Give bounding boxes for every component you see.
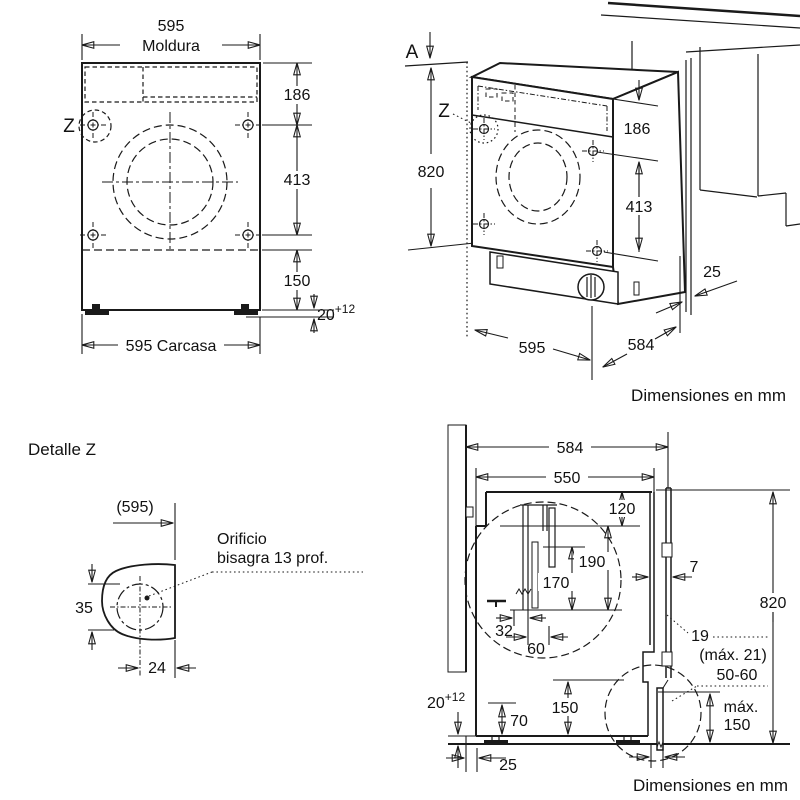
sec-dim-70-value: 70 [510, 713, 528, 730]
front-dim-186: 186 [284, 87, 311, 104]
sec-dim-19max-value: (máx. 21) [699, 647, 767, 664]
persp-machine [452, 61, 687, 306]
front-feet [85, 304, 258, 315]
leader-dot [144, 595, 150, 601]
sec-dim-32-value: 32 [495, 623, 513, 640]
sec-dim-60-value: 60 [527, 641, 545, 658]
sec-dim-max-label: máx. [724, 699, 759, 716]
persp-dim-25 [655, 280, 738, 314]
front-dim-150: 150 [284, 273, 311, 290]
display-icon [485, 88, 498, 98]
sec-dim-7-value: 7 [690, 559, 699, 576]
detail-z-dim-595-value: (595) [116, 499, 153, 516]
sec-dim-820-value: 820 [760, 595, 787, 612]
sec-dim-150-value: 150 [552, 700, 579, 717]
front-dim-top-label: Moldura [142, 38, 200, 55]
worktop [404, 1, 800, 315]
detail-z-dim-35-value: 35 [75, 600, 93, 617]
section-view: 584 550 120 190 170 32 60 [427, 424, 793, 795]
detail-z-title: Detalle Z [28, 440, 96, 459]
persp-dim-584-value: 584 [628, 337, 655, 354]
display-icon [501, 92, 514, 102]
detail-z-dim-35 [88, 564, 120, 650]
persp-door [495, 129, 581, 225]
front-dim-bottom-width [81, 314, 261, 354]
panel-fragment [101, 563, 176, 641]
front-dim-413: 413 [284, 172, 311, 189]
persp-caption: Dimensiones en mm [631, 386, 786, 405]
sec-caption: Dimensiones en mm [633, 776, 788, 795]
persp-hinge-holes [473, 118, 608, 262]
persp-z-circle [469, 114, 499, 144]
front-door [102, 112, 238, 252]
front-dim-right-chain [246, 62, 334, 333]
sec-dim-32-60 [496, 610, 568, 645]
a-label: A [406, 42, 419, 63]
sec-dim-190-value: 190 [579, 554, 606, 571]
persp-dim-186-value: 186 [624, 121, 651, 138]
front-hinge-holes [80, 112, 261, 248]
detail-z-dim-595 [113, 503, 176, 678]
front-view: Z 595 Moldura 186 413 150 20+12 595 Carc… [63, 18, 355, 355]
sec-plinth-pointers [629, 744, 685, 768]
plinth-detail-circle [604, 664, 702, 762]
persp-dim-595-value: 595 [519, 340, 546, 357]
detail-z-view: Detalle Z (595) Orificio bisagra 13 prof… [28, 440, 363, 678]
sec-dim-19-value: 19 [691, 628, 709, 645]
front-dim-feet: 20+12 [317, 302, 355, 324]
furniture-door [656, 487, 673, 751]
plinth-board [656, 687, 664, 751]
persp-z-label: Z [438, 101, 450, 122]
sec-dim-max-value: 150 [724, 717, 751, 734]
front-z-circle [78, 109, 112, 143]
front-z-label: Z [63, 116, 75, 137]
sec-dim-120-value: 120 [609, 501, 636, 518]
persp-dim-820-value: 820 [418, 164, 445, 181]
front-dim-top-value: 595 [158, 18, 185, 35]
hose-detail [487, 504, 622, 611]
sec-dim-25-value: 25 [499, 757, 517, 774]
perspective-view: A 820 [404, 1, 800, 405]
sec-dim-max150 [658, 691, 720, 742]
detail-z-dim-24-value: 24 [148, 660, 166, 677]
sec-dim-feet [448, 712, 476, 768]
front-machine-outline [81, 62, 261, 311]
front-control-panel [84, 66, 258, 103]
hinge-note-line1: Orificio [217, 531, 267, 548]
sec-dim-584-value: 584 [557, 440, 584, 457]
sec-dim-550-value: 550 [554, 470, 581, 487]
sec-dim-5060-value: 50-60 [717, 667, 758, 684]
persp-dim-595-584 [475, 256, 681, 380]
hinge-note-line2: bisagra 13 prof. [217, 550, 328, 567]
front-dim-bottom-label: 595 Carcasa [126, 338, 217, 355]
wall-hatch [447, 424, 467, 673]
hose-detail-circle [464, 501, 622, 659]
sec-dim-170-value: 170 [543, 575, 570, 592]
front-dim-top-width [81, 34, 261, 60]
sec-dim-25 [446, 736, 506, 772]
persp-dim-413-value: 413 [626, 199, 653, 216]
persp-dim-25-value: 25 [703, 264, 721, 281]
sec-dim-feet-value: 20+12 [427, 690, 465, 712]
